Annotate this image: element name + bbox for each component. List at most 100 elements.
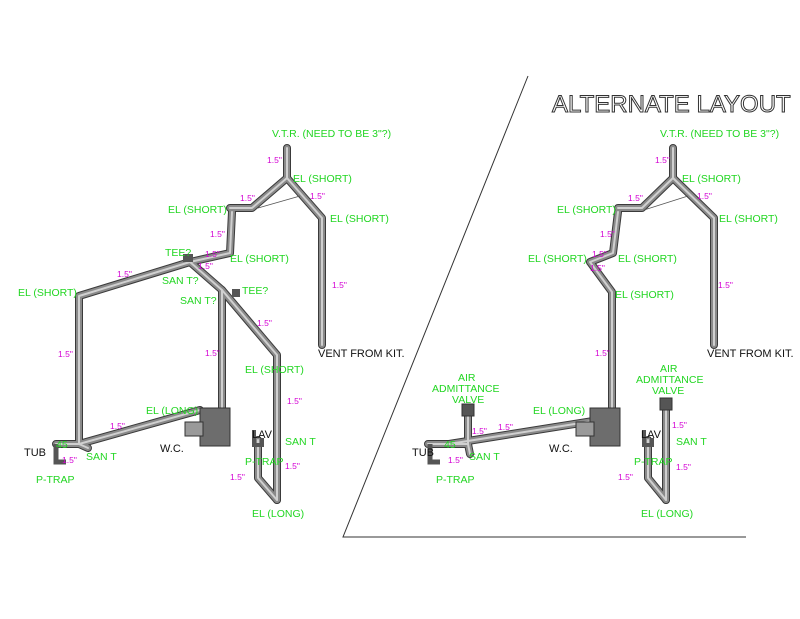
- left-dim: 1.5": [110, 421, 125, 431]
- right-el-long-label-2: EL (LONG): [641, 508, 693, 520]
- left-el-short-label-6: EL (SHORT): [245, 364, 304, 376]
- right-dim: 1.5": [600, 229, 615, 239]
- right-dim: 1.5": [498, 422, 513, 432]
- pipe-segment: [229, 177, 288, 209]
- left-dim: 1.5": [198, 261, 213, 271]
- pipe-segment: [55, 443, 89, 449]
- left-tee-label-1: TEE?: [165, 247, 191, 259]
- right-p-trap-label-2: P-TRAP: [436, 474, 475, 486]
- left-vent-label: VENT FROM KIT.: [318, 348, 405, 360]
- left-dim: 1.5": [332, 280, 347, 290]
- left-p-trap-label-1: P-TRAP: [245, 456, 284, 468]
- right-dim: 1.5": [676, 462, 691, 472]
- left-dim: 1.5": [205, 249, 220, 259]
- left-tee-fittings: [183, 254, 240, 297]
- left-el-short-label-2: EL (SHORT): [168, 204, 227, 216]
- left-dim: 1.5": [117, 269, 132, 279]
- left-pipe-network: [52, 144, 326, 504]
- right-45-label: 45: [444, 439, 456, 451]
- right-lav-label: LAV: [641, 429, 662, 441]
- pipe-segment: [189, 211, 233, 263]
- right-dim: 1.5": [595, 348, 610, 358]
- left-el-short-label-1: EL (SHORT): [293, 173, 352, 185]
- right-san-t-label-1: SAN T: [676, 436, 707, 448]
- right-el-long-label-1: EL (LONG): [533, 405, 585, 417]
- right-tub-trap: [427, 444, 440, 465]
- right-el-short-label-5: EL (SHORT): [618, 253, 677, 265]
- left-connector-line: [257, 195, 301, 209]
- left-san-t-label-2: SAN T?: [180, 295, 217, 307]
- left-dim: 1.5": [210, 229, 225, 239]
- right-tub-label: TUB: [412, 447, 434, 459]
- right-aav-1-line2: ADMITTANCE: [432, 383, 499, 395]
- alternate-layout-frame: [342, 75, 746, 538]
- right-dimensions: 1.5" 1.5" 1.5" 1.5" 1.5" 1.5" 1.5" 1.5" …: [448, 155, 733, 482]
- right-dim: 1.5": [672, 420, 687, 430]
- left-wc-fixture: [184, 407, 231, 447]
- left-dim: 1.5": [58, 349, 73, 359]
- right-el-short-label-1: EL (SHORT): [682, 173, 741, 185]
- left-tee-label-2: TEE?: [242, 285, 268, 297]
- right-dim: 1.5": [618, 472, 633, 482]
- left-dim: 1.5": [240, 193, 255, 203]
- left-san-t-label-3: SAN T: [285, 436, 316, 448]
- left-tub-label: TUB: [24, 447, 46, 459]
- pipe-segment: [221, 289, 278, 501]
- left-dim: 1.5": [310, 191, 325, 201]
- left-dimensions: 1.5" 1.5" 1.5" 1.5" 1.5" 1.5" 1.5" 1.5" …: [58, 155, 347, 482]
- left-wc-label: W.C.: [160, 443, 184, 455]
- right-air-admittance-valve-1: [461, 403, 475, 417]
- pipe-segment: [257, 439, 278, 501]
- left-el-short-label-3: EL (SHORT): [330, 213, 389, 225]
- pipe-segment: [78, 409, 201, 445]
- left-dim: 1.5": [230, 472, 245, 482]
- right-el-short-label-2: EL (SHORT): [557, 204, 616, 216]
- right-p-trap-label-1: P-TRAP: [634, 456, 673, 468]
- left-lav-trap: [252, 430, 264, 447]
- right-connector-line: [643, 195, 689, 211]
- right-aav-1-line3: VALVE: [452, 394, 484, 406]
- left-dim: 1.5": [287, 396, 302, 406]
- left-dim: 1.5": [62, 455, 77, 465]
- left-san-t-label-1: SAN T?: [162, 275, 199, 287]
- left-dim: 1.5": [257, 318, 272, 328]
- left-el-long-label-1: EL (LONG): [146, 405, 198, 417]
- left-dim: 1.5": [285, 461, 300, 471]
- right-lav-trap: [642, 430, 654, 447]
- right-dim: 1.5": [697, 191, 712, 201]
- left-labels: V.T.R. (NEED TO BE 3"?) EL (SHORT) EL (S…: [18, 128, 405, 520]
- right-pipe-network: [424, 144, 718, 504]
- right-aav-1-line1: AIR: [458, 372, 476, 384]
- alternate-layout-title: ALTERNATE LAYOUT: [552, 91, 791, 118]
- right-labels: V.T.R. (NEED TO BE 3"?) EL (SHORT) EL (S…: [412, 128, 794, 520]
- left-san-t-label-4: SAN T: [86, 451, 117, 463]
- right-el-short-label-6: EL (SHORT): [615, 289, 674, 301]
- left-el-short-label-4: EL (SHORT): [230, 253, 289, 265]
- left-45-label: 45: [56, 439, 68, 451]
- right-dim: 1.5": [590, 263, 605, 273]
- right-dim: 1.5": [628, 193, 643, 203]
- right-air-admittance-valve-2: [659, 397, 673, 411]
- left-vtr-label: V.T.R. (NEED TO BE 3"?): [272, 128, 391, 140]
- pipe-segment: [617, 177, 674, 209]
- right-aav-2-line2: ADMITTANCE: [636, 374, 703, 386]
- right-vent-label: VENT FROM KIT.: [707, 348, 794, 360]
- left-el-short-label-5: EL (SHORT): [18, 287, 77, 299]
- right-aav-2-line1: AIR: [660, 363, 678, 375]
- right-dim: 1.5": [718, 280, 733, 290]
- right-san-t-label-2: SAN T: [469, 451, 500, 463]
- right-el-short-label-3: EL (SHORT): [719, 213, 778, 225]
- pipe-segment: [672, 147, 715, 346]
- left-lav-label: LAV: [252, 429, 273, 441]
- right-dim: 1.5": [472, 426, 487, 436]
- right-wc-fixture: [575, 407, 621, 447]
- right-dim: 1.5": [655, 155, 670, 165]
- pipe-segment: [286, 147, 323, 346]
- pipe-segment: [589, 211, 619, 419]
- right-dim: 1.5": [448, 455, 463, 465]
- pipe-segment: [78, 261, 191, 445]
- left-dim: 1.5": [205, 348, 220, 358]
- pipe-segment: [647, 439, 667, 501]
